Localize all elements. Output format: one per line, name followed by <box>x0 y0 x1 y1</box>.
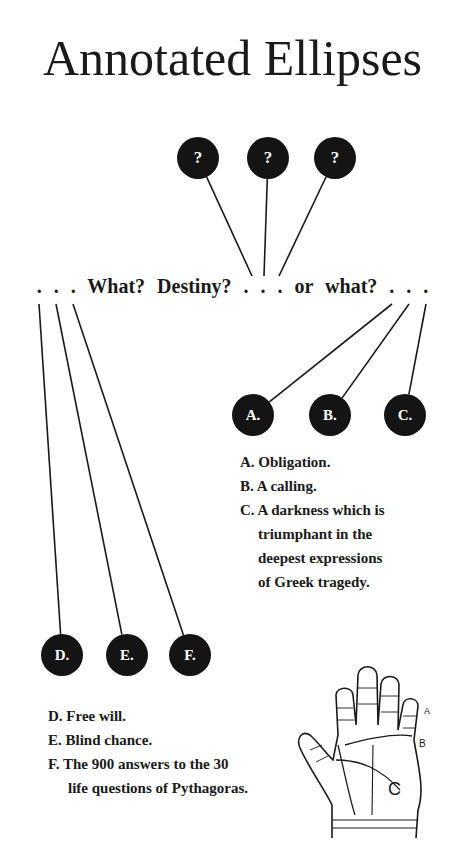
callout-letter: ? <box>177 137 219 179</box>
callout-circle: E. <box>106 634 148 676</box>
leader-line <box>39 304 61 634</box>
annotation-note: F. The 900 answers to the 30 life questi… <box>48 752 251 800</box>
life-line <box>338 745 355 815</box>
circle-fill <box>232 394 274 436</box>
finger-joints <box>337 688 417 728</box>
callout-circle: A. <box>232 394 274 436</box>
diagram-title: Annotated Ellipses <box>0 28 465 88</box>
callout-letter: E. <box>106 634 148 676</box>
palm-letter: B <box>419 739 426 749</box>
annotation-note: D. Free will. <box>48 704 251 728</box>
callout-circle: D. <box>41 634 83 676</box>
leader-line <box>207 177 252 276</box>
thumb-joints <box>310 745 328 762</box>
annotation-note: A. Obligation. <box>240 450 393 474</box>
callout-letter: A. <box>232 394 274 436</box>
circle-fill <box>177 137 219 179</box>
callout-letter: C. <box>384 394 426 436</box>
callout-circle: ? <box>177 137 219 179</box>
annotation-note: E. Blind chance. <box>48 728 251 752</box>
leader-line <box>409 304 426 394</box>
wrist-lines <box>333 820 417 828</box>
callout-letter: F. <box>169 634 211 676</box>
callout-letter: ? <box>314 137 356 179</box>
leader-line <box>342 304 409 398</box>
circle-fill <box>247 137 289 179</box>
palm-letter: A <box>424 707 430 716</box>
circle-fill <box>314 137 356 179</box>
leader-line <box>73 304 183 635</box>
palm-letter: C <box>388 780 401 798</box>
heart-line <box>345 735 412 745</box>
callout-circle: F. <box>169 634 211 676</box>
circle-fill <box>309 394 351 436</box>
circle-fill <box>384 394 426 436</box>
leader-line <box>264 179 267 276</box>
callout-circle: C. <box>384 394 426 436</box>
callout-letter: B. <box>309 394 351 436</box>
hand-outline <box>299 667 421 838</box>
leader-line <box>279 177 326 276</box>
circle-fill <box>106 634 148 676</box>
annotation-note: B. A calling. <box>240 474 393 498</box>
callout-circle: ? <box>247 137 289 179</box>
leader-lines <box>39 177 426 635</box>
callout-circle: ? <box>314 137 356 179</box>
callout-letter: ? <box>247 137 289 179</box>
circle-fill <box>169 634 211 676</box>
fate-line <box>372 745 373 815</box>
circle-fill <box>41 634 83 676</box>
callout-letter: D. <box>41 634 83 676</box>
callout-circle: B. <box>309 394 351 436</box>
ellipsis-sentence: . . . What? Destiny? . . . or what? . . … <box>0 274 465 298</box>
annotation-note: C. A darkness which is triumphant in the… <box>240 498 393 594</box>
palm-illustration <box>299 667 421 838</box>
